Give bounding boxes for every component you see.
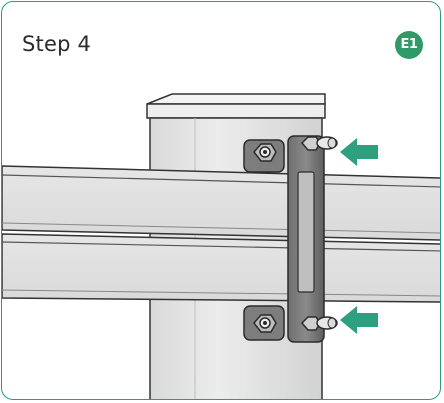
front-bracket — [287, 135, 325, 343]
step-badge: E1 — [395, 31, 423, 59]
back-plate-bottom — [243, 305, 285, 341]
arrow-top-icon — [340, 138, 378, 166]
bolt-top — [300, 136, 338, 151]
step-title: Step 4 — [22, 32, 92, 56]
back-plate-top — [243, 139, 285, 173]
upper-rail — [2, 165, 440, 241]
lower-rail — [2, 233, 440, 303]
assembly-illustration — [2, 93, 440, 399]
bolt-bottom — [300, 316, 338, 331]
arrow-bottom-icon — [340, 306, 378, 334]
